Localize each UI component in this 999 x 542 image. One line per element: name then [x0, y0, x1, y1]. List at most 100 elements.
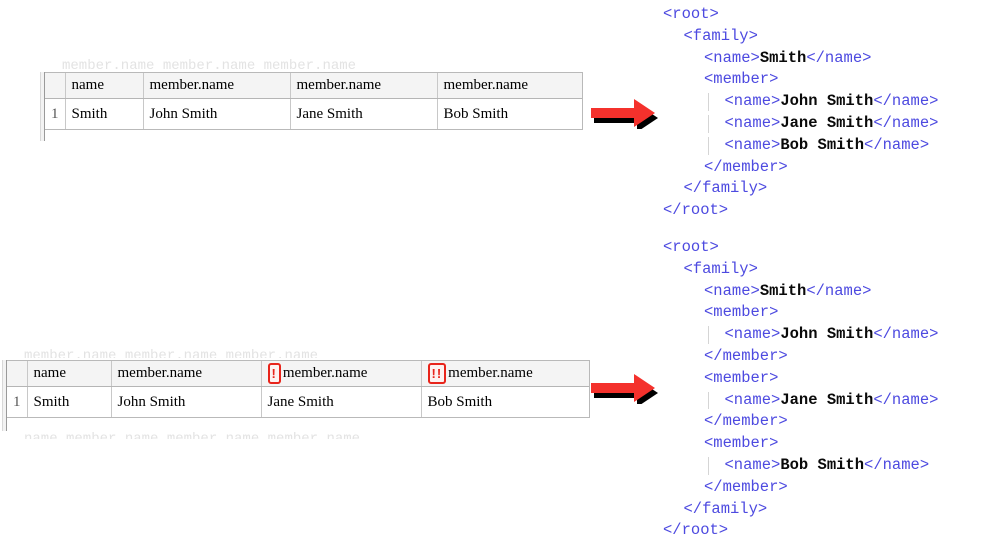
arrow-bottom [588, 370, 658, 407]
xml-tag: </member> [704, 477, 788, 496]
column-label: member.name [443, 77, 529, 93]
xml-tag: </member> [704, 346, 788, 365]
column-label: name [33, 365, 66, 381]
grid-header-row-bottom: name member.name ! member.name [7, 361, 589, 387]
xml-line: </member> [663, 346, 938, 368]
xml-line: <name>Smith</name> [663, 48, 938, 70]
xml-text-value: John Smith [780, 325, 874, 344]
column-header-name-top[interactable]: name [65, 73, 144, 99]
column-header-member-name-2-top[interactable]: member.name [290, 73, 438, 99]
column-header-member-name-1-top[interactable]: member.name [143, 73, 291, 99]
xml-line: </family> [663, 499, 938, 521]
xml-tag: <root> [663, 5, 719, 23]
indent-guide [708, 391, 709, 410]
cell-name-bottom[interactable]: Smith [27, 386, 112, 417]
column-label: member.name [117, 365, 203, 381]
column-header-member-name-1-bottom[interactable]: member.name [111, 361, 262, 387]
ghost-row-below-bottom: name member.name member.name member.name [24, 431, 361, 439]
cell-member-1-top[interactable]: John Smith [143, 98, 291, 129]
xml-tag: <root> [663, 238, 719, 256]
arrow-top [588, 95, 658, 132]
cell-member-2-bottom[interactable]: Jane Smith [261, 386, 422, 417]
grid-table-bottom[interactable]: name member.name ! member.name [7, 361, 589, 417]
xml-line: <family> [663, 26, 938, 48]
column-header-member-name-3-top[interactable]: member.name [437, 73, 582, 99]
table-row[interactable]: 1 Smith John Smith Jane Smith Bob Smith [45, 98, 582, 129]
cell-name-top[interactable]: Smith [65, 98, 144, 129]
grid-table-top[interactable]: name member.name member.name [45, 73, 582, 129]
xml-line: </member> [663, 411, 938, 433]
rownum-header-bottom [7, 361, 28, 387]
cell-member-1-bottom[interactable]: John Smith [111, 386, 262, 417]
xml-line: <member> [663, 302, 938, 324]
xml-line: </family> [663, 178, 938, 200]
xml-tag: </member> [704, 412, 788, 431]
grid-header-row-top: name member.name member.name [45, 73, 582, 99]
xml-line: <name>John Smith</name> [663, 324, 938, 346]
xml-tag: </family> [683, 179, 768, 198]
xml-text-value: Smith [759, 48, 807, 67]
xml-line: <member> [663, 368, 938, 390]
indent-guide [708, 114, 709, 133]
cell-member-2-top[interactable]: Jane Smith [290, 98, 438, 129]
validation-error-icon[interactable]: !! [427, 363, 447, 384]
xml-line: <name>Jane Smith</name> [663, 113, 938, 135]
cell-member-3-top[interactable]: Bob Smith [437, 98, 582, 129]
xml-line: <name>Smith</name> [663, 281, 938, 303]
xml-line: <member> [663, 433, 938, 455]
xml-tag: <name> [704, 281, 760, 300]
xml-text-value: Jane Smith [780, 390, 874, 409]
xml-text-value: Bob Smith [780, 135, 865, 154]
column-header-member-name-2-bottom[interactable]: ! member.name [261, 361, 422, 387]
xml-tag: </member> [704, 157, 788, 176]
row-number-top: 1 [45, 98, 66, 129]
xml-tag: </root> [663, 521, 729, 540]
validation-error-icon[interactable]: ! [267, 363, 281, 384]
xml-tag: </name> [873, 325, 939, 344]
column-label: member.name [149, 77, 235, 93]
xml-tag: </name> [873, 92, 939, 111]
column-header-name-bottom[interactable]: name [27, 361, 112, 387]
xml-line: <name>Bob Smith</name> [663, 455, 938, 477]
grid-gutter-top [40, 72, 45, 141]
xml-line: <root> [663, 4, 938, 26]
column-header-member-name-3-bottom[interactable]: !! member.name [421, 361, 589, 387]
column-label: member.name [296, 77, 382, 93]
xml-output-top: <root><family><name>Smith</name><member>… [663, 4, 938, 222]
indent-guide [708, 326, 709, 344]
xml-tag: </root> [663, 201, 729, 220]
xml-tag: <name> [704, 48, 760, 67]
data-grid-top[interactable]: member.name member.name member.name name [40, 58, 600, 143]
xml-tag: </name> [806, 48, 872, 67]
indent-guide [708, 136, 709, 155]
xml-line: </member> [663, 477, 938, 499]
xml-tag: </name> [873, 390, 939, 409]
cell-member-3-bottom[interactable]: Bob Smith [421, 386, 589, 417]
xml-tag: <name> [724, 325, 781, 344]
xml-line: </root> [663, 200, 938, 222]
table-row[interactable]: 1 Smith John Smith Jane Smith Bob Smith [7, 386, 589, 417]
xml-line: <name>Jane Smith</name> [663, 390, 938, 412]
xml-tag: <family> [683, 259, 758, 278]
xml-tag: <name> [724, 92, 781, 111]
xml-tag: <member> [704, 368, 779, 387]
xml-tag: <member> [704, 303, 779, 322]
xml-tag: </name> [864, 135, 930, 154]
xml-line: <family> [663, 259, 938, 281]
xml-tag: </family> [683, 499, 768, 518]
xml-text-value: Smith [759, 281, 807, 300]
ghost-row-above-bottom: member.name member.name member.name [24, 348, 319, 358]
indent-guide [708, 93, 709, 111]
xml-line: <root> [663, 237, 938, 259]
xml-tag: </name> [873, 113, 939, 132]
xml-tag: <name> [724, 390, 781, 409]
column-label: member.name [448, 365, 533, 381]
xml-line: <name>Bob Smith</name> [663, 135, 938, 157]
xml-line: <name>John Smith</name> [663, 91, 938, 113]
xml-tag: <name> [724, 455, 781, 474]
xml-line: </root> [663, 520, 938, 542]
data-grid-bottom[interactable]: member.name member.name member.name name [2, 348, 600, 439]
rownum-header-top [45, 73, 66, 99]
xml-tag: <name> [724, 113, 781, 132]
xml-tag: <family> [683, 26, 758, 45]
